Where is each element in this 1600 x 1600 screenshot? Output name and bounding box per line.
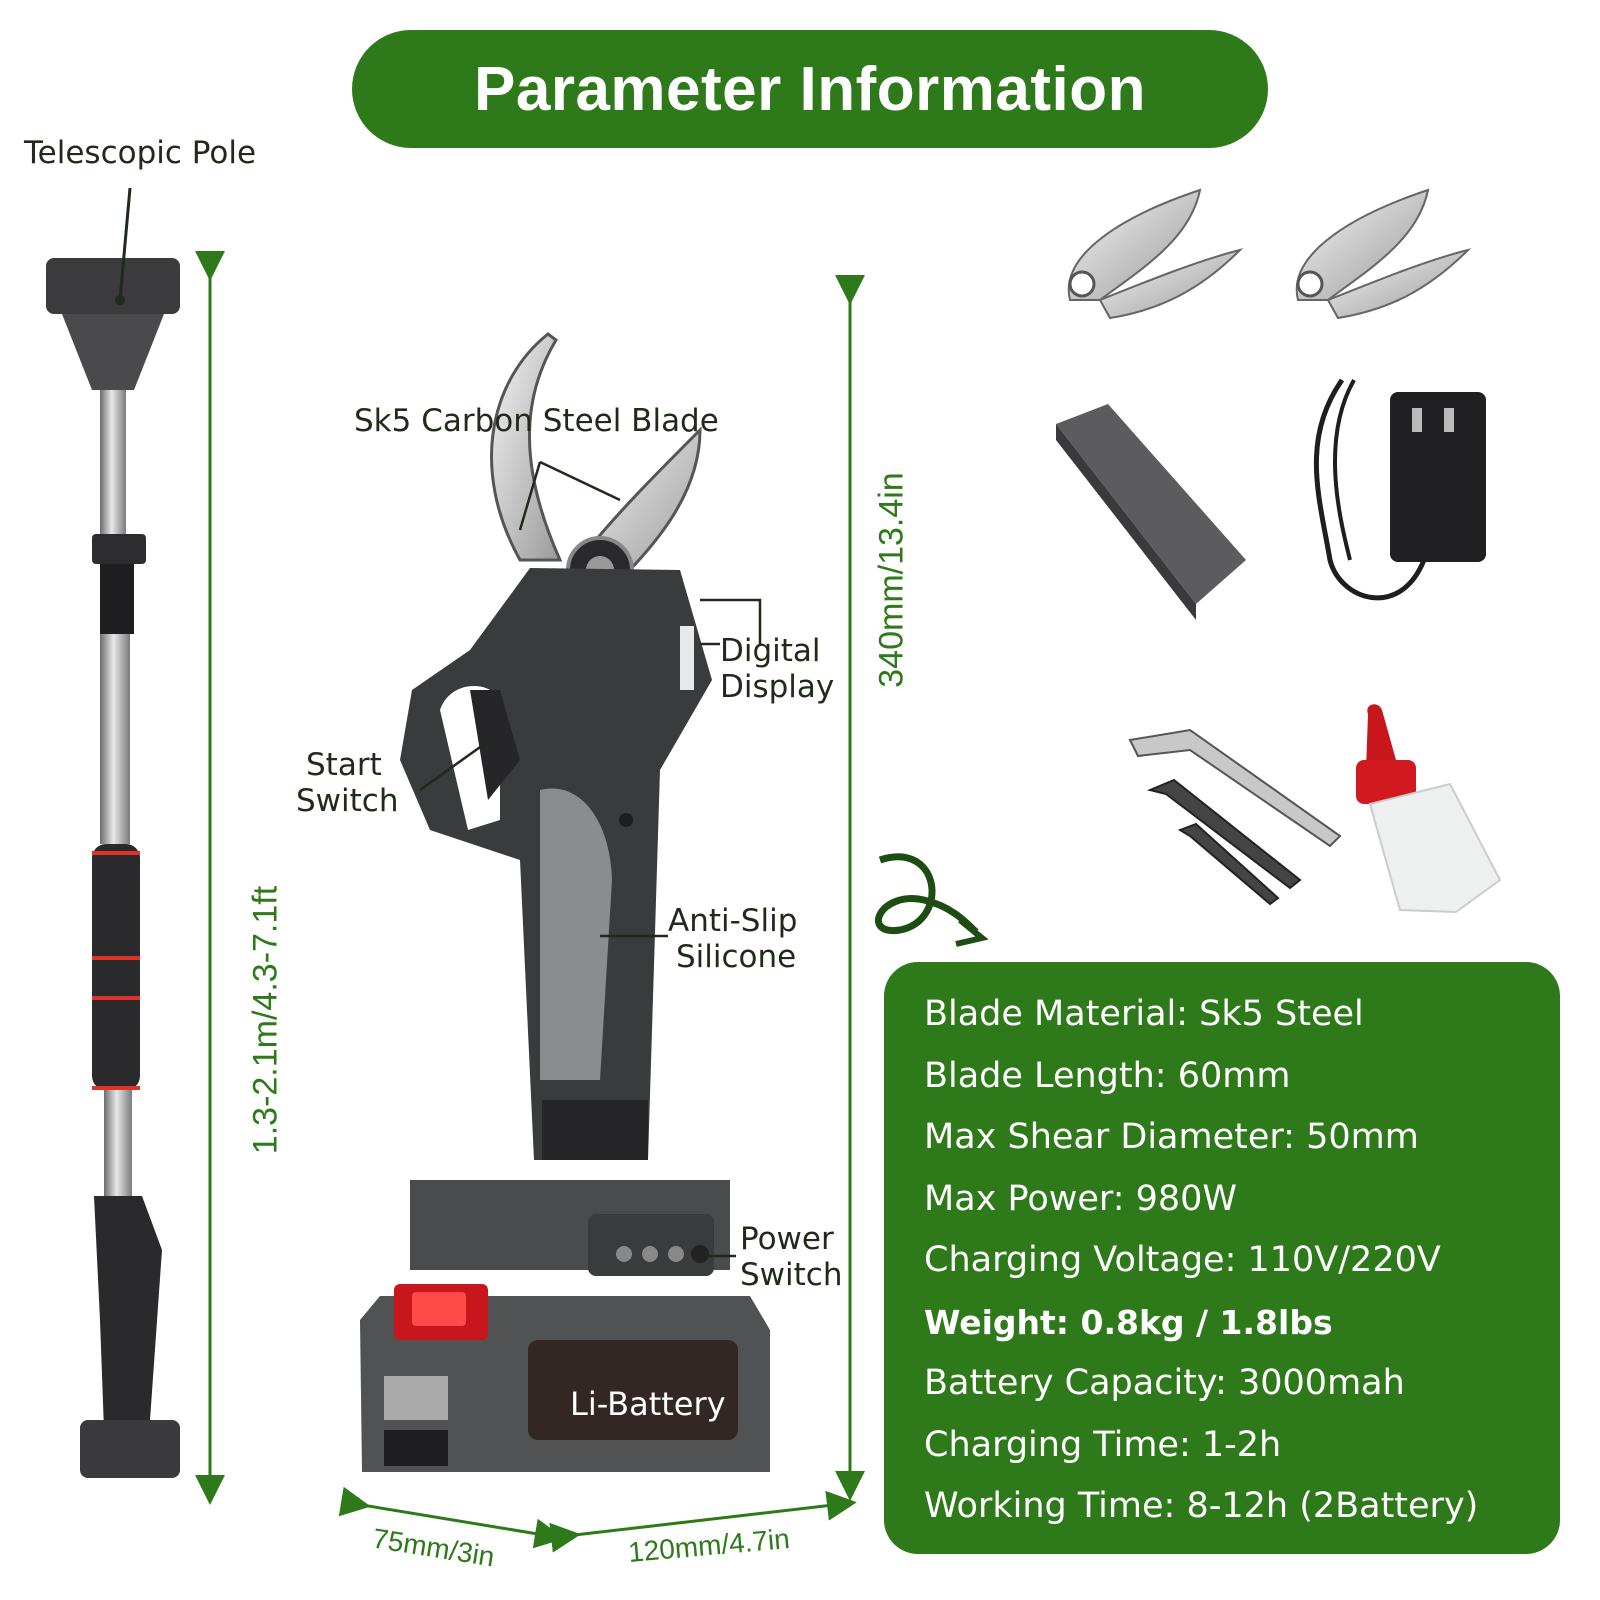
power-switch-line1: Power [740, 1221, 834, 1257]
battery-label: Li-Battery [570, 1385, 726, 1423]
telescopic-pole-label: Telescopic Pole [24, 135, 257, 171]
power-switch-line2: Switch [740, 1256, 843, 1293]
electric-pruner-image [360, 332, 770, 1472]
spec-battery-capacity: Battery Capacity: 3000mah [924, 1363, 1405, 1403]
anti-slip-silicone-label: Anti-Slip Silicone [668, 903, 798, 975]
curly-arrow-icon [875, 853, 989, 947]
pole-length-dimension: 1.3-2.1m/4.3-7.1ft [246, 885, 285, 1155]
digital-display-label: Digital Display [720, 633, 835, 705]
title-banner: Parameter Information [352, 30, 1268, 148]
start-switch-label: Start Switch [296, 747, 399, 819]
digital-display-line1: Digital [720, 633, 821, 669]
telescopic-pole-image [46, 187, 180, 1478]
callout-lines [419, 460, 762, 1258]
digital-display-line2: Display [720, 668, 835, 705]
page-title: Parameter Information [473, 54, 1146, 124]
spec-max-shear-diameter: Max Shear Diameter: 50mm [924, 1117, 1419, 1157]
charger-image [1313, 378, 1486, 601]
spec-charging-voltage: Charging Voltage: 110V/220V [924, 1240, 1441, 1280]
spec-max-power: Max Power: 980W [924, 1178, 1238, 1219]
spec-working-time: Working Time: 8-12h (2Battery) [924, 1486, 1479, 1526]
spare-blades-image [1067, 188, 1472, 320]
anti-slip-line2: Silicone [676, 938, 797, 975]
start-switch-line2: Switch [296, 782, 399, 819]
power-switch-label: Power Switch [740, 1221, 843, 1293]
tool-height-dimension: 340mm/13.4in [872, 472, 911, 688]
spec-charging-time: Charging Time: 1-2h [924, 1424, 1282, 1465]
spec-blade-length: Blade Length: 60mm [924, 1055, 1291, 1096]
dimension-arrows [195, 251, 865, 1553]
blade-label: Sk5 Carbon Steel Blade [354, 403, 719, 439]
anti-slip-line1: Anti-Slip [668, 903, 798, 939]
start-switch-line1: Start [306, 747, 382, 783]
spec-weight: Weight: 0.8kg / 1.8lbs [924, 1302, 1333, 1342]
wrench-set-image [1128, 728, 1342, 906]
spec-blade-material: Blade Material: Sk5 Steel [924, 994, 1364, 1034]
specifications-panel: Blade Material: Sk5 Steel Blade Length: … [884, 962, 1560, 1554]
oil-bottle-image [1356, 704, 1502, 914]
sharpening-stone-image [1056, 404, 1246, 620]
